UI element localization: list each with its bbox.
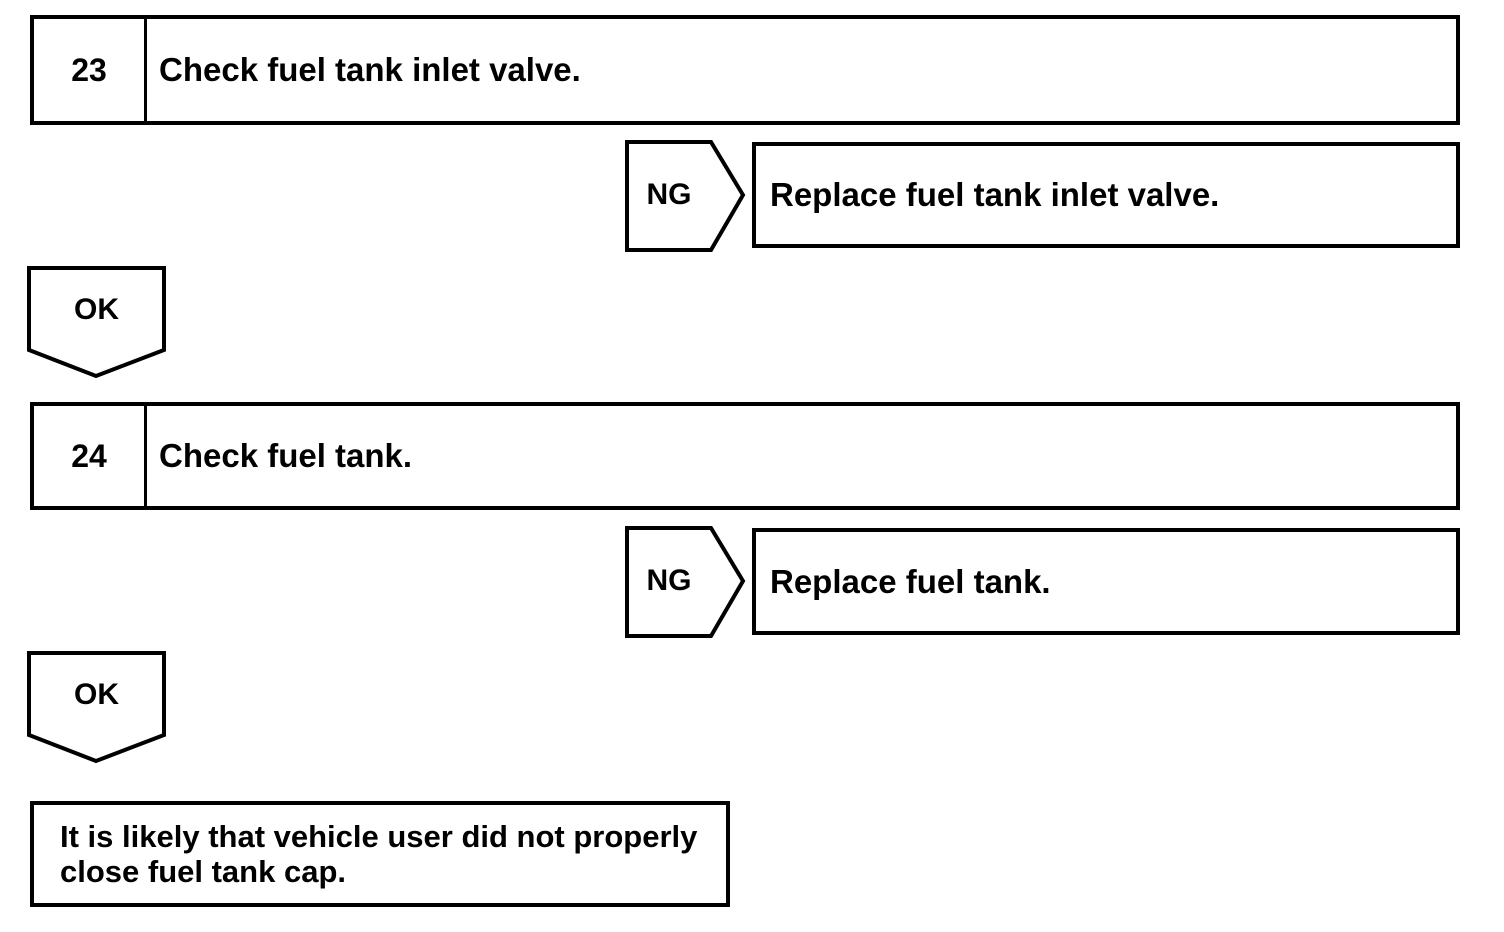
conclusion-line-2: close fuel tank cap. xyxy=(60,854,346,889)
step-24-ok-connector: OK xyxy=(27,651,167,765)
ng-arrow-right-icon xyxy=(625,140,746,252)
step-23-number: 23 xyxy=(34,19,147,121)
conclusion-line-1: It is likely that vehicle user did not p… xyxy=(60,819,698,854)
step-23-ng-connector: NG xyxy=(625,140,765,254)
conclusion-box: It is likely that vehicle user did not p… xyxy=(30,801,730,907)
ok-arrow-down-icon xyxy=(27,266,166,379)
step-24-ng-action-box: Replace fuel tank. xyxy=(752,528,1460,635)
step-24-title: Check fuel tank. xyxy=(159,437,413,474)
step-23-ng-action-text: Replace fuel tank inlet valve. xyxy=(770,176,1220,213)
step-24-box: 24 Check fuel tank. xyxy=(30,402,1460,510)
ok-arrow-down-icon xyxy=(27,651,166,764)
step-23-ng-action-box: Replace fuel tank inlet valve. xyxy=(752,142,1460,248)
step-24-ng-action-text: Replace fuel tank. xyxy=(770,562,1051,600)
step-23-ok-connector: OK xyxy=(27,266,167,380)
step-23-box: 23 Check fuel tank inlet valve. xyxy=(30,15,1460,125)
step-24-number: 24 xyxy=(34,406,147,506)
step-24-ng-connector: NG xyxy=(625,526,765,640)
step-23-title: Check fuel tank inlet valve. xyxy=(159,51,581,88)
ng-arrow-right-icon xyxy=(625,526,746,638)
